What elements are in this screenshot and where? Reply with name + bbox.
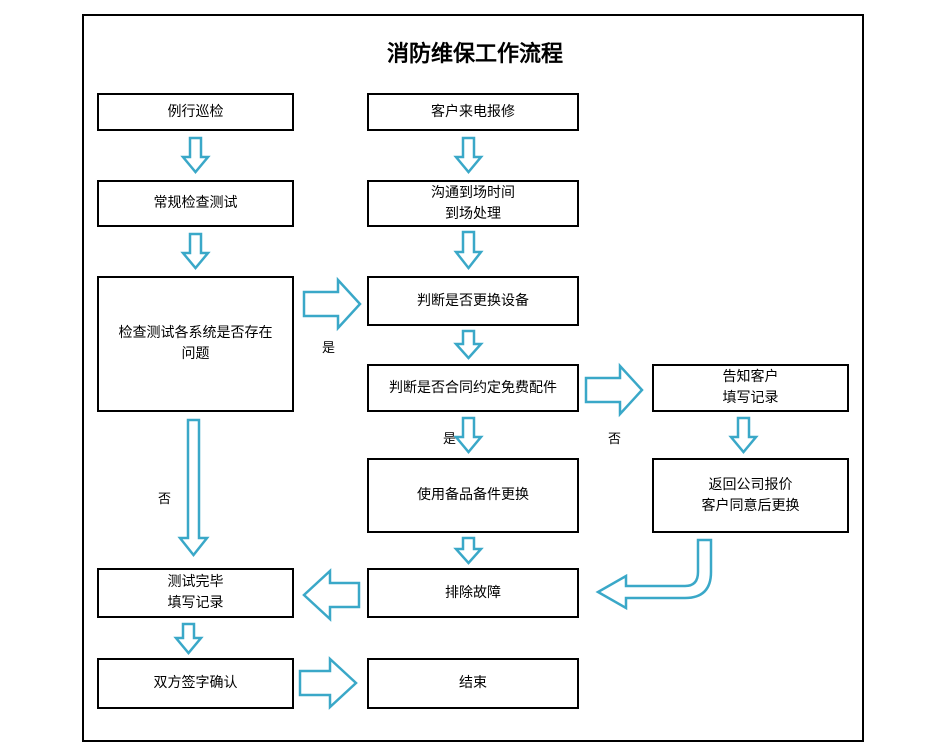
arrow-down-left-1 bbox=[180, 136, 211, 174]
diagram-frame bbox=[82, 14, 864, 742]
arrow-right-end bbox=[298, 656, 358, 710]
arrow-curve-return bbox=[595, 538, 713, 611]
label-yes-1: 是 bbox=[322, 341, 336, 356]
node-judge-replace: 判断是否更换设备 bbox=[367, 276, 579, 326]
arrow-down-mid-5 bbox=[453, 536, 484, 565]
node-customer-call: 客户来电报修 bbox=[367, 93, 579, 131]
arrow-down-left-long bbox=[177, 418, 210, 558]
node-return-quote: 返回公司报价 客户同意后更换 bbox=[652, 458, 849, 533]
arrow-left-troubleshoot bbox=[302, 568, 361, 622]
node-check-problems: 检查测试各系统是否存在 问题 bbox=[97, 276, 294, 412]
arrow-right-yes bbox=[302, 276, 362, 332]
label-no-2: 否 bbox=[608, 432, 622, 447]
node-arrange-time: 沟通到场时间 到场处理 bbox=[367, 180, 579, 227]
node-regular-test: 常规检查测试 bbox=[97, 180, 294, 227]
arrow-right-no bbox=[584, 362, 644, 418]
node-judge-contract: 判断是否合同约定免费配件 bbox=[367, 364, 579, 412]
diagram-title: 消防维保工作流程 bbox=[386, 42, 563, 67]
arrow-down-mid-2 bbox=[453, 230, 484, 271]
node-test-complete: 测试完毕 填写记录 bbox=[97, 568, 294, 618]
node-end: 结束 bbox=[367, 658, 579, 709]
node-inform-customer: 告知客户 填写记录 bbox=[652, 364, 849, 412]
node-troubleshoot: 排除故障 bbox=[367, 568, 579, 618]
arrow-down-mid-1 bbox=[453, 136, 484, 174]
label-no-1: 否 bbox=[158, 492, 172, 507]
node-routine-inspection: 例行巡检 bbox=[97, 93, 294, 131]
arrow-down-mid-4 bbox=[453, 416, 484, 454]
node-both-sign: 双方签字确认 bbox=[97, 658, 294, 709]
arrow-down-left-2 bbox=[180, 232, 211, 270]
node-use-spare: 使用备品备件更换 bbox=[367, 458, 579, 533]
label-yes-2: 是 bbox=[443, 432, 457, 447]
arrow-down-right-1 bbox=[728, 416, 759, 454]
arrow-down-left-3 bbox=[173, 622, 204, 655]
arrow-down-mid-3 bbox=[453, 329, 484, 360]
